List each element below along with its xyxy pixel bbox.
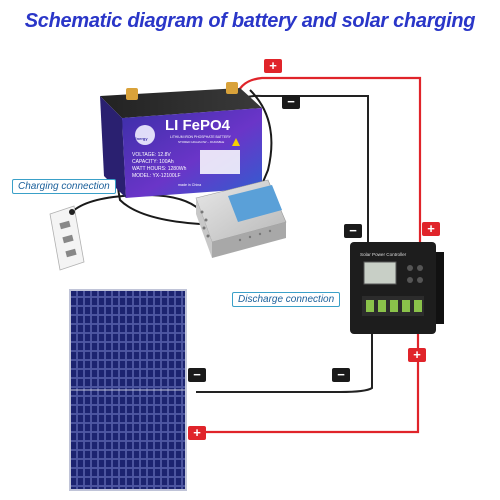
svg-text:−: − [349,223,357,238]
plug-cable [71,193,201,213]
battery-brand: Energy [134,136,148,141]
battery-charger [195,179,287,258]
battery-terminal-positive [126,88,138,100]
positive-marker-controller: + [422,221,440,236]
positive-marker-panel: + [188,425,206,440]
controller-button-2 [417,265,423,271]
battery-spec-panel [200,150,240,174]
warning-icon [232,138,240,146]
charging-connection-label: Charging connection [12,179,116,194]
controller-button-3 [407,277,413,283]
battery-voltage: VOLTAGE: 12.8V [132,152,171,158]
page-title: Schematic diagram of battery and solar c… [24,10,476,32]
controller-button-4 [417,277,423,283]
svg-text:−: − [337,367,345,382]
negative-marker-controller: − [344,223,362,238]
svg-text:+: + [269,58,277,73]
wall-socket [49,205,85,271]
svg-text:−: − [287,94,295,109]
polarity-markers: + − − + + − − + [188,58,440,440]
negative-marker-panel-left: − [188,367,206,382]
battery-model-name: LI FePO4 [165,117,231,134]
svg-text:−: − [193,367,201,382]
controller-lcd [363,261,397,285]
svg-text:+: + [427,221,435,236]
negative-wire-solar [196,320,373,393]
battery-subtitle-1: LITHIUM IRON PHOSPHATE BATTERY [170,135,232,139]
plug-icon [69,209,75,215]
battery-subtitle-2: STORED HIGH/LOW -- DURABLE [178,140,224,144]
positive-marker-lower: + [408,347,426,362]
discharge-connection-label: Discharge connection [232,292,341,307]
svg-text:+: + [193,425,201,440]
svg-text:+: + [413,347,421,362]
solar-charge-controller: Solar Power Controller [350,242,444,334]
solar-panel [69,289,187,491]
controller-button-1 [407,265,413,271]
positive-marker-top: + [264,58,282,73]
battery-terminal-negative [226,82,238,94]
negative-marker-top: − [282,94,300,109]
battery-capacity: CAPACITY: 100Ah [132,159,174,165]
battery-watt-hours: WATT HOURS: 1280Wh [132,166,187,172]
negative-marker-panel-right: − [332,367,350,382]
controller-label: Solar Power Controller [360,252,407,257]
battery-origin: made in China [178,183,201,187]
battery-logo-icon [135,125,155,145]
battery-model: MODEL: YX-12100LF [132,173,181,179]
positive-wire-solar [196,320,420,434]
lifepo4-battery: Energy LI FePO4 LITHIUM IRON PHOSPHATE B… [100,82,262,198]
